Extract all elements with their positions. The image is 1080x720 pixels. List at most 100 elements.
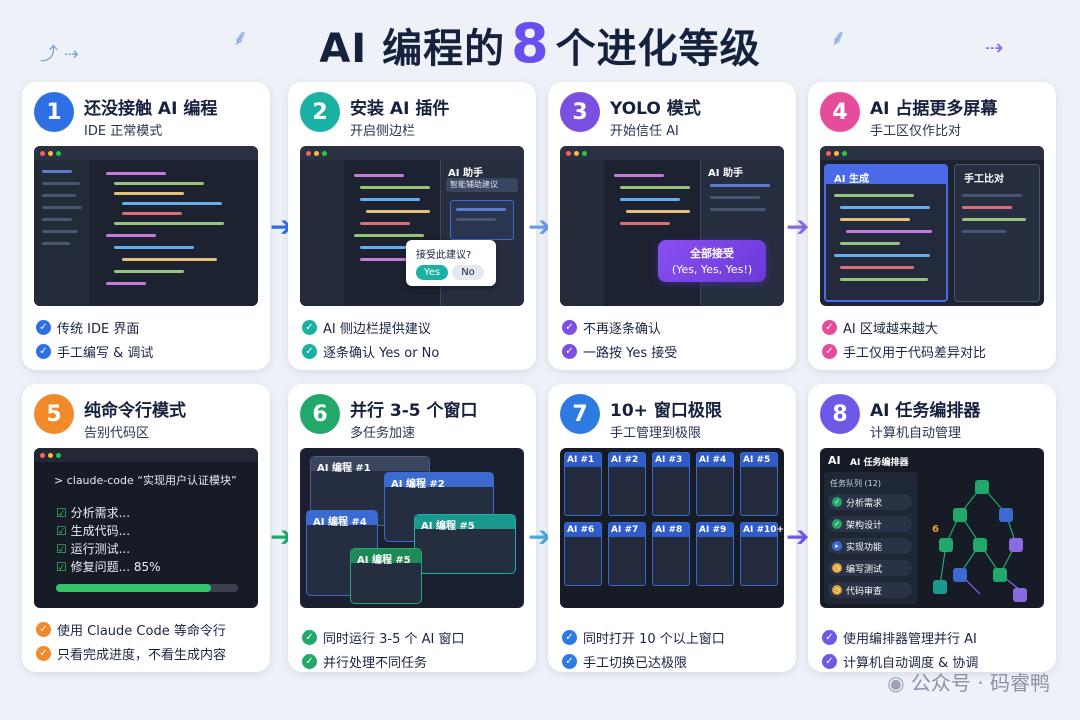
dashed-arrow-icon: ⇢ — [985, 36, 1004, 61]
checkbox-icon: ☑ — [56, 560, 67, 574]
ai-window: AI 编程 #5 — [414, 514, 516, 574]
split-screen-screenshot: AI 生成 手工比对 — [820, 146, 1044, 306]
ai-generate-title: AI 生成 — [834, 174, 869, 185]
ai-window: AI 编程 #2 — [384, 472, 494, 542]
ai-window-tile: AI #6 — [564, 522, 602, 586]
bullet-item: ✓AI 侧边栏提供建议 — [302, 318, 524, 337]
step-row: ☑ 修复问题... 85% — [56, 560, 161, 574]
manual-compare-title: 手工比对 — [964, 174, 1004, 185]
check-icon: ✓ — [302, 630, 317, 645]
level-badge: 7 — [560, 394, 600, 434]
wechat-icon: ◉ — [887, 671, 905, 695]
graph-node — [975, 480, 989, 494]
card-subtitle: 多任务加速 — [350, 426, 416, 441]
check-icon: ✓ — [562, 630, 577, 645]
no-button[interactable]: No — [452, 265, 484, 280]
level-badge: 6 — [300, 394, 340, 434]
graph-node — [939, 538, 953, 552]
ai-assistant-title: AI 助手 — [448, 168, 483, 179]
card-title: 纯命令行模式 — [84, 401, 186, 421]
bullet-item: ✓手工编写 & 调试 — [36, 342, 258, 361]
title-prefix: AI 编程的 — [319, 26, 506, 72]
arrow-right-icon: ➔ — [528, 210, 552, 243]
level-5-card: 5 纯命令行模式 告别代码区 > claude-code “实现用户认证模块” … — [22, 384, 270, 672]
bullet-item: ✓不再逐条确认 — [562, 318, 784, 337]
check-icon: ✓ — [302, 320, 317, 335]
leaf-decoration-icon: ⸙ — [830, 26, 847, 51]
task-row[interactable]: ✓架构设计 — [828, 516, 912, 532]
level-badge: 3 — [560, 92, 600, 132]
progress-fill — [56, 584, 211, 592]
bullet-item: ✓同时打开 10 个以上窗口 — [562, 628, 784, 647]
accept-all-popup[interactable]: 全部接受 (Yes, Yes, Yes!) — [658, 240, 766, 282]
graph-node — [953, 568, 967, 582]
card-title: 还没接触 AI 编程 — [84, 99, 218, 119]
step-row: ☑ 分析需求... — [56, 506, 131, 520]
graph-node — [933, 580, 947, 594]
step-row: ☑ 运行测试... — [56, 542, 131, 556]
level-7-card: 7 10+ 窗口极限 手工管理到极限 AI #1 AI #2 AI #3 AI … — [548, 384, 796, 672]
level-badge: 4 — [820, 92, 860, 132]
level-badge: 5 — [34, 394, 74, 434]
graph-node — [993, 568, 1007, 582]
card-subtitle: 开始信任 AI — [610, 124, 679, 139]
check-icon: ✓ — [36, 344, 51, 359]
yes-button[interactable]: Yes — [416, 265, 448, 280]
arrow-right-icon: ➔ — [786, 210, 810, 243]
check-icon: ✓ — [562, 654, 577, 669]
level-badge: 1 — [34, 92, 74, 132]
ai-window-tile: AI #4 — [696, 452, 734, 516]
level-1-card: 1 还没接触 AI 编程 IDE 正常模式 ✓传统 IDE 界面 ✓手工编写 &… — [22, 82, 270, 370]
bullet-item: ✓使用编排器管理并行 AI — [822, 628, 1044, 647]
graph-node — [973, 538, 987, 552]
level-badge: 8 — [820, 394, 860, 434]
card-title: 安装 AI 插件 — [350, 99, 450, 119]
task-row[interactable]: ◷代码审查 — [828, 582, 912, 598]
ai-window-tile: AI #7 — [608, 522, 646, 586]
task-count: 6 — [932, 524, 939, 535]
check-icon: ✓ — [822, 630, 837, 645]
card-subtitle: 手工管理到极限 — [610, 426, 702, 441]
task-queue-title: 任务队列 (12) — [830, 479, 881, 488]
dashed-arrow-icon: ⤴ ⇢ — [40, 44, 79, 65]
ai-window-tile: AI #9 — [696, 522, 734, 586]
bullet-item: ✓只看完成进度，不看生成内容 — [36, 644, 258, 663]
bullet-item: ✓一路按 Yes 接受 — [562, 342, 784, 361]
step-row: ☑ 生成代码... — [56, 524, 131, 538]
task-row[interactable]: ✓分析需求 — [828, 494, 912, 510]
terminal-screenshot: > claude-code “实现用户认证模块” ☑ 分析需求... ☑ 生成代… — [34, 448, 258, 608]
card-subtitle: 告别代码区 — [84, 426, 150, 441]
checkbox-icon: ☑ — [56, 524, 67, 538]
yes-yes-yes-label: (Yes, Yes, Yes!) — [671, 263, 753, 276]
bullet-item: ✓AI 区域越来越大 — [822, 318, 1044, 337]
bullet-item: ✓并行处理不同任务 — [302, 652, 524, 671]
watermark: ◉ 公众号 · 码睿鸭 — [887, 671, 1050, 695]
card-title: YOLO 模式 — [610, 99, 701, 119]
level-2-card: 2 安装 AI 插件 开启侧边栏 AI 助手 智能辅助建议 接受此建议? Yes… — [288, 82, 536, 370]
title-number: 8 — [511, 12, 550, 75]
level-4-card: 4 AI 占据更多屏幕 手工区仅作比对 AI 生成 手工比对 ✓AI 区域越来越… — [808, 82, 1056, 370]
check-icon: ✓ — [562, 320, 577, 335]
bullet-item: ✓同时运行 3-5 个 AI 窗口 — [302, 628, 524, 647]
card-subtitle: IDE 正常模式 — [84, 124, 163, 139]
card-subtitle: 计算机自动管理 — [870, 426, 962, 441]
task-row[interactable]: ◷编写测试 — [828, 560, 912, 576]
ai-window-tile: AI #2 — [608, 452, 646, 516]
progress-bar — [56, 584, 238, 592]
ai-window: AI 编程 #5 — [350, 548, 422, 604]
check-icon: ✓ — [302, 344, 317, 359]
checkbox-icon: ☑ — [56, 506, 67, 520]
ai-window-tile: AI #1 — [564, 452, 602, 516]
ai-suggestion-header: 智能辅助建议 — [446, 178, 518, 192]
ide-screenshot — [34, 146, 258, 306]
card-subtitle: 手工区仅作比对 — [870, 124, 962, 139]
app-logo: AI — [828, 454, 841, 467]
bullet-item: ✓传统 IDE 界面 — [36, 318, 258, 337]
graph-node — [1009, 538, 1023, 552]
check-icon: ✓ — [36, 320, 51, 335]
graph-node — [999, 508, 1013, 522]
task-row[interactable]: ▸实现功能 — [828, 538, 912, 554]
app-title: AI 任务编排器 — [850, 458, 909, 468]
bullet-item: ✓计算机自动调度 & 协调 — [822, 652, 1044, 671]
